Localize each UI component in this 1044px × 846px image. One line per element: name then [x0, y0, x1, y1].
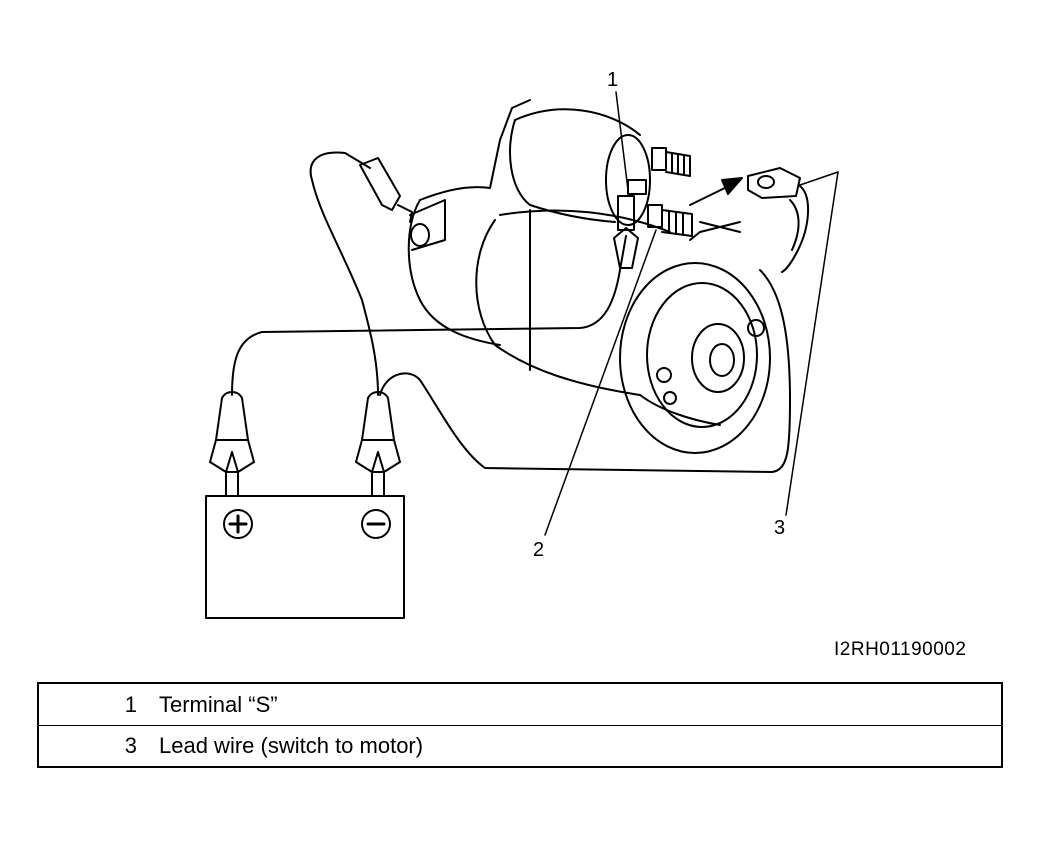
- figure-code: I2RH01190002: [834, 639, 967, 660]
- battery: [205, 495, 405, 619]
- negative-terminal-icon: [361, 509, 391, 539]
- callout-2-leader: [544, 229, 657, 536]
- magnetic-switch: [514, 108, 641, 136]
- ground-wire: [379, 269, 791, 473]
- terminal-m: [617, 195, 693, 237]
- positive-clip: [209, 391, 255, 497]
- legend-description: Terminal “S”: [159, 691, 278, 717]
- negative-clip: [355, 391, 401, 497]
- legend-table: 1 Terminal “S” 3 Lead wire (switch to mo…: [37, 682, 1003, 768]
- starter-test-diagram: [205, 91, 839, 619]
- end-cover: [619, 262, 771, 454]
- callout-3-leader-b: [799, 171, 839, 186]
- legend-row: 3 Lead wire (switch to motor): [38, 725, 1002, 767]
- terminal-s: [627, 147, 691, 195]
- lead-wire-switch-to-motor: [689, 167, 810, 273]
- legend-number: 1: [124, 691, 137, 717]
- callout-3-leader-a: [785, 171, 839, 516]
- legend-description: Lead wire (switch to motor): [159, 725, 1002, 767]
- legend-row: 1 Terminal “S”: [38, 683, 1002, 726]
- callout-1-leader: [615, 91, 629, 191]
- callout-2: 2: [533, 539, 545, 561]
- callout-3: 3: [774, 517, 786, 539]
- starter-motor: [407, 99, 771, 454]
- legend-number: 3: [38, 725, 159, 767]
- positive-lead-wire: [231, 235, 627, 396]
- removal-arrow: [689, 177, 743, 206]
- callout-1: 1: [607, 69, 619, 91]
- negative-lead-wire: [309, 151, 379, 396]
- positive-terminal-icon: [223, 509, 253, 539]
